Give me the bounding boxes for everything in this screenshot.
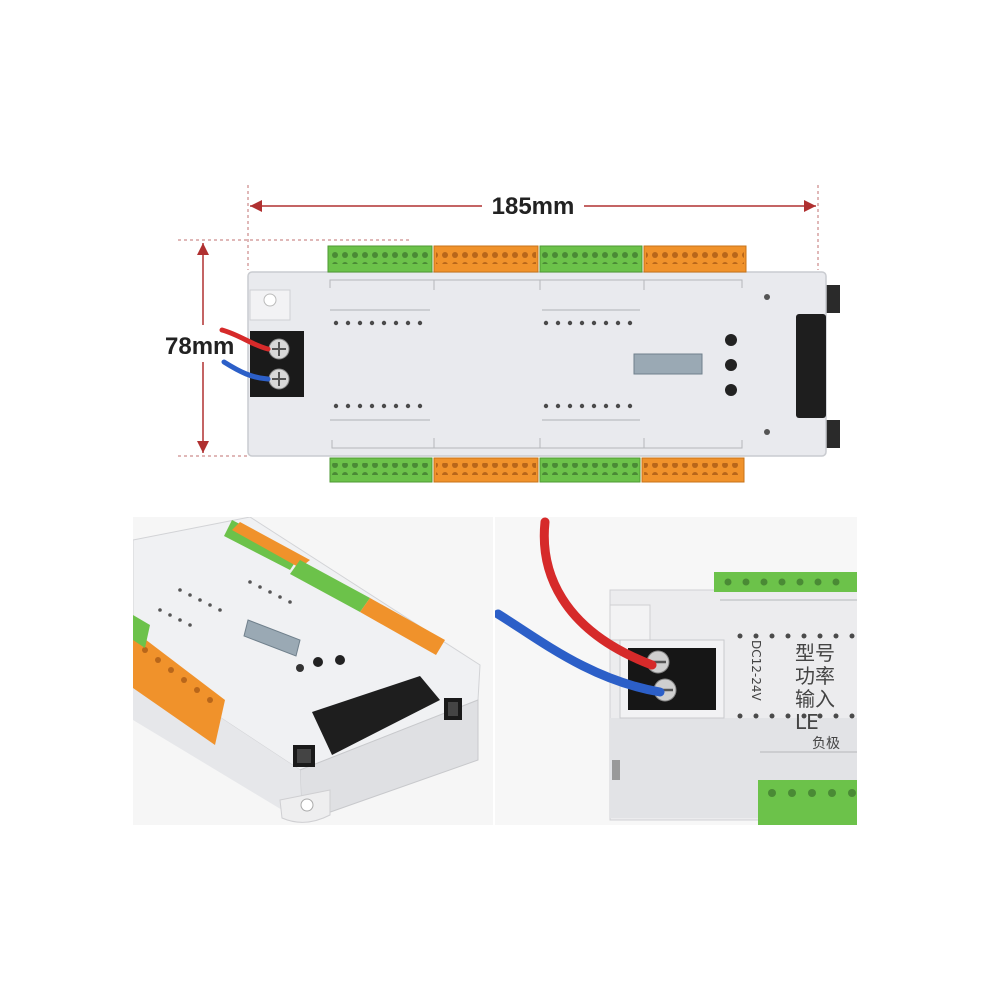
control-button <box>725 359 737 371</box>
housing-label-line: LE <box>795 710 819 734</box>
controller-housing <box>247 271 827 457</box>
width-dimension-label: 185mm <box>492 193 575 220</box>
voltage-label: DC12-24V <box>749 640 763 701</box>
display-window <box>633 353 703 375</box>
top-terminal-row <box>327 245 747 273</box>
blue-wire <box>221 359 271 382</box>
control-button <box>725 334 737 346</box>
led-dots-top <box>333 320 633 326</box>
housing-label-line: 输入 <box>795 687 835 711</box>
bottom-terminal-row <box>329 457 745 483</box>
closeup-red-wire <box>539 517 657 670</box>
top-view-photo: 185mm 78mm <box>165 185 840 483</box>
housing-label-line: 型号 <box>795 641 835 665</box>
housing-printed-label: 型号 功率 输入 LE DC12-24V 负极 <box>749 640 840 752</box>
red-wire <box>219 327 271 352</box>
signal-connector-block <box>796 314 826 418</box>
angled-view-photo <box>133 517 493 825</box>
led-dots-bottom <box>333 403 633 409</box>
closeup-blue-wire <box>495 609 665 697</box>
control-button <box>725 384 737 396</box>
negative-label: 负极 <box>812 736 840 752</box>
housing-label-line: 功率 <box>795 664 835 688</box>
height-dimension-label: 78mm <box>165 333 234 360</box>
closeup-view-photo: 型号 功率 输入 LE DC12-24V 负极 <box>495 517 857 825</box>
